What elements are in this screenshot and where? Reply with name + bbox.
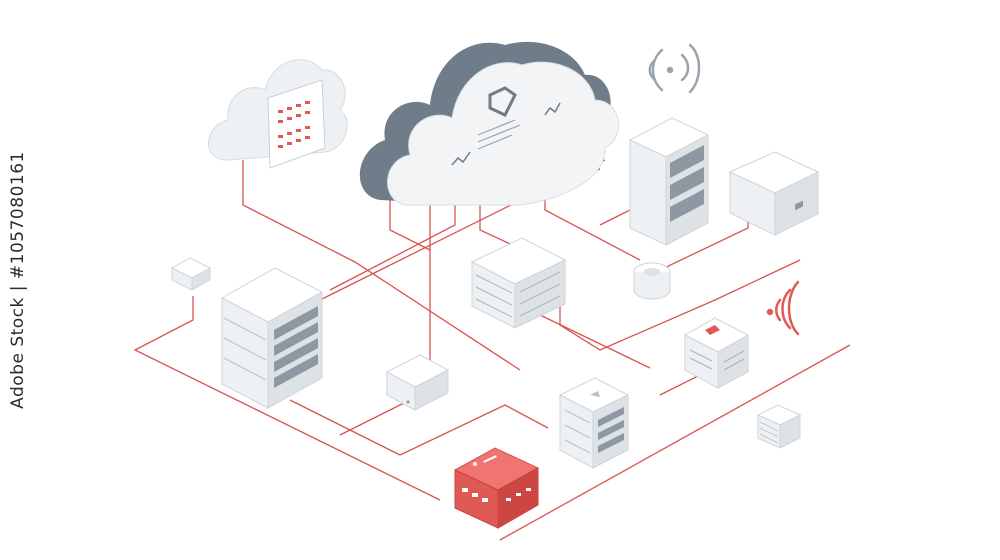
wifi-signal-icon xyxy=(768,282,798,334)
access-point-icon xyxy=(634,263,670,299)
connector-line xyxy=(500,345,850,540)
central-cloud xyxy=(360,42,619,205)
left-cloud xyxy=(208,60,347,168)
network-switch-stack xyxy=(472,238,565,328)
red-router-icon xyxy=(455,448,538,528)
document-stack-icon xyxy=(758,405,800,448)
cloud-icon xyxy=(388,62,619,205)
hub-icon xyxy=(172,258,210,290)
wifi-signal-icon xyxy=(650,45,699,92)
stock-id-label: Adobe Stock | #1057080161 xyxy=(8,151,28,409)
router-icon xyxy=(387,355,448,410)
server-rack-icon xyxy=(222,268,322,408)
connector-line xyxy=(660,375,700,395)
connector-line xyxy=(540,315,650,368)
connector-line xyxy=(560,260,800,350)
server-rack-icon xyxy=(560,378,628,468)
stock-watermark: Adobe Stock | #1057080161 xyxy=(0,0,36,560)
server-rack-icon xyxy=(630,118,708,245)
switch-icon xyxy=(730,152,818,235)
